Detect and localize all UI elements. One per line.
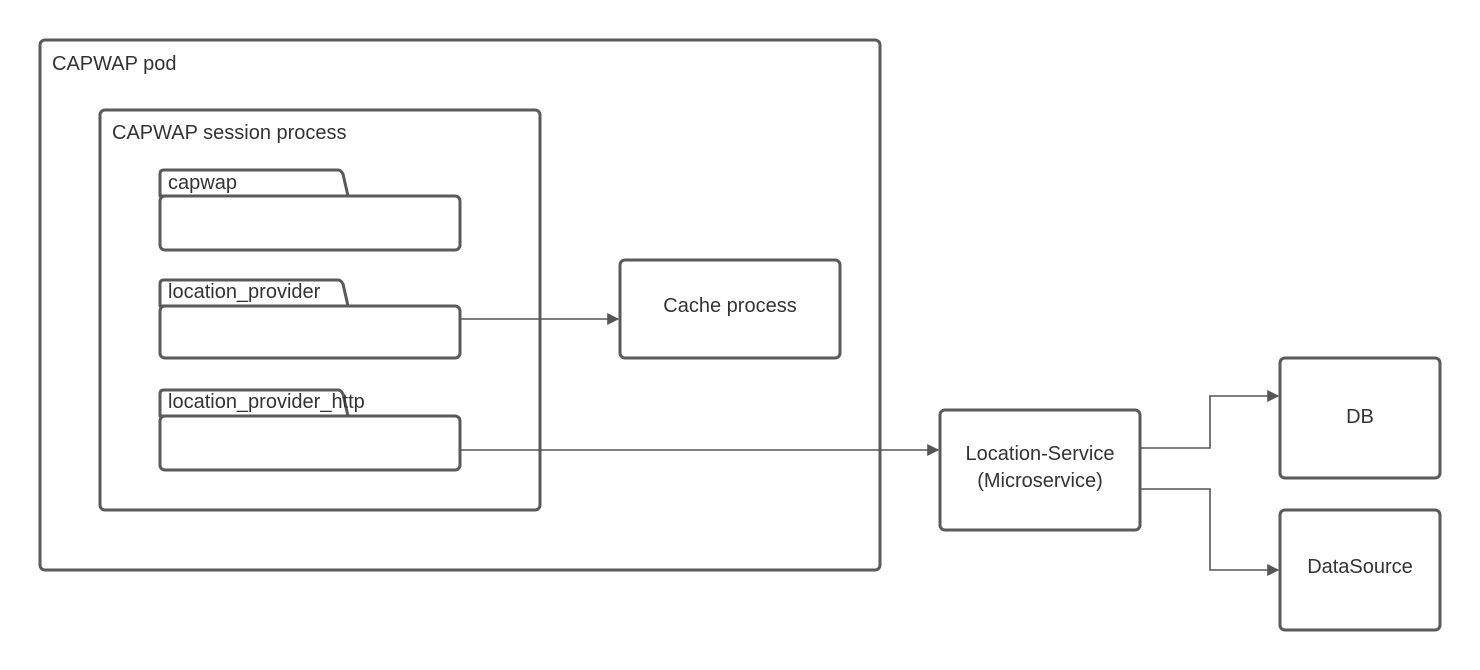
module-location-provider[interactable]: location_provider — [158, 278, 462, 360]
module-capwap-body — [158, 194, 462, 252]
db-node[interactable]: DB — [1278, 356, 1442, 480]
module-location-provider-tab — [158, 278, 350, 308]
module-capwap[interactable]: capwap — [158, 168, 462, 252]
module-location-provider-label: location_provider — [168, 281, 321, 303]
module-location-provider-http-body — [158, 414, 462, 472]
datasource-label: DataSource — [1307, 556, 1413, 578]
cache-process-box — [618, 258, 842, 360]
module-location-provider-http[interactable]: location_provider_http — [158, 388, 462, 472]
capwap-pod-label: CAPWAP pod — [52, 53, 177, 75]
capwap-session-process-label: CAPWAP session process — [112, 122, 347, 144]
cache-process-node[interactable]: Cache process — [618, 258, 842, 360]
db-box — [1278, 356, 1442, 480]
module-location-provider-body — [158, 304, 462, 360]
location-service-box — [938, 408, 1142, 532]
edge-location-service-to-datasource[interactable] — [1140, 488, 1280, 576]
datasource-box — [1278, 508, 1442, 632]
location-service-node[interactable]: Location-Service (Microservice) — [938, 408, 1142, 532]
module-location-provider-http-label: location_provider_http — [168, 391, 365, 413]
location-service-label-line2: (Microservice) — [977, 470, 1103, 492]
datasource-node[interactable]: DataSource — [1278, 508, 1442, 632]
edge-location-service-to-db[interactable] — [1140, 390, 1280, 449]
module-location-provider-http-tab — [158, 388, 350, 418]
db-label: DB — [1346, 406, 1374, 428]
module-capwap-tab — [158, 168, 350, 198]
cache-process-label: Cache process — [663, 295, 796, 317]
location-service-label-line1: Location-Service — [966, 443, 1115, 465]
module-capwap-label: capwap — [168, 172, 237, 194]
